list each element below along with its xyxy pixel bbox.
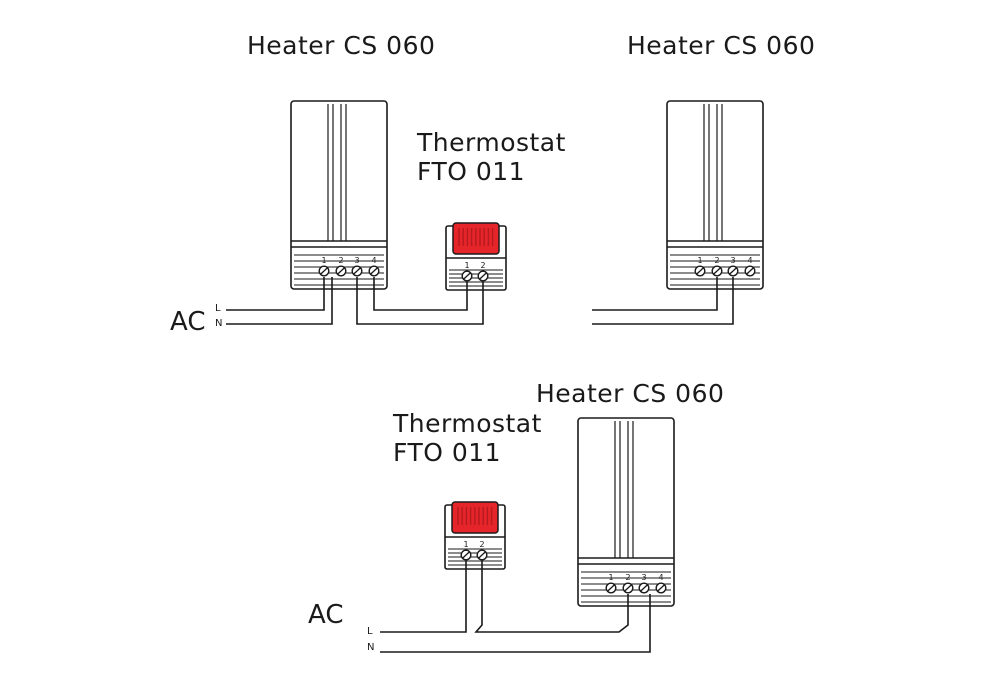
l-label-bottom: L [367, 626, 373, 637]
screw-terminal-icon [638, 582, 650, 594]
terminal-number: 1 [464, 261, 469, 270]
screw-terminal-icon [335, 265, 347, 277]
screw-terminal-icon [711, 265, 723, 277]
n-label-bottom: N [367, 642, 375, 653]
wire-n-bottom [380, 594, 651, 653]
heater-title-bottom: Heater CS 060 [536, 379, 725, 408]
wire-l-top [226, 277, 325, 311]
heater-bottom: 1 2 3 4 [577, 417, 675, 607]
screw-terminal-icon [605, 582, 617, 594]
heater-title-top-left: Heater CS 060 [247, 31, 436, 60]
thermostat-title-top: Thermostat FTO 011 [417, 130, 566, 184]
thermostat-title-bottom: Thermostat FTO 011 [393, 411, 542, 465]
screw-terminal-icon [655, 582, 667, 594]
screw-terminal-icon [460, 549, 472, 561]
n-label-top: N [215, 318, 223, 329]
wire-l-bottom [380, 561, 467, 633]
screw-terminal-icon [318, 265, 330, 277]
wire-heater3-thermostat2 [356, 277, 484, 325]
ac-label-top: AC [170, 307, 206, 337]
terminal-number: 1 [321, 256, 326, 265]
heater-body [577, 417, 675, 607]
terminal-number: 2 [479, 540, 484, 549]
screw-terminal-icon [476, 549, 488, 561]
heater-top-right: 1 2 3 4 [666, 100, 764, 290]
terminal-number: 1 [463, 540, 468, 549]
terminal-number: 3 [641, 573, 646, 582]
screw-terminal-icon [368, 265, 380, 277]
terminal-number: 1 [608, 573, 613, 582]
screw-terminal-icon [744, 265, 756, 277]
terminal-number: 4 [658, 573, 663, 582]
thermostat-title-line2: FTO 011 [393, 438, 502, 467]
heater-top-left: 1 2 3 4 [290, 100, 388, 290]
terminal-number: 4 [371, 256, 376, 265]
terminal-number: 2 [714, 256, 719, 265]
terminal-number: 3 [354, 256, 359, 265]
thermostat-title-line2: FTO 011 [417, 157, 526, 186]
heater-title-top-right: Heater CS 060 [627, 31, 816, 60]
wire-thermostat-heater [474, 561, 629, 633]
ac-label-bottom: AC [308, 600, 344, 630]
l-label-top: L [215, 303, 221, 314]
terminal-number: 2 [625, 573, 630, 582]
terminal-number: 1 [697, 256, 702, 265]
terminal-number: 2 [338, 256, 343, 265]
wire-n-top-right [592, 277, 734, 325]
thermostat-title-line1: Thermostat [393, 409, 542, 438]
screw-terminal-icon [622, 582, 634, 594]
heater-body [666, 100, 764, 290]
screw-terminal-icon [461, 270, 473, 282]
thermostat-title-line1: Thermostat [417, 128, 566, 157]
terminal-number: 4 [747, 256, 752, 265]
screw-terminal-icon [477, 270, 489, 282]
wire-n-top [226, 277, 333, 325]
heater-body [290, 100, 388, 290]
screw-terminal-icon [694, 265, 706, 277]
screw-terminal-icon [727, 265, 739, 277]
terminal-number: 2 [480, 261, 485, 270]
screw-terminal-icon [351, 265, 363, 277]
wire-heater4-thermostat1 [373, 277, 468, 311]
wire-l-top-right [592, 277, 718, 311]
terminal-number: 3 [730, 256, 735, 265]
